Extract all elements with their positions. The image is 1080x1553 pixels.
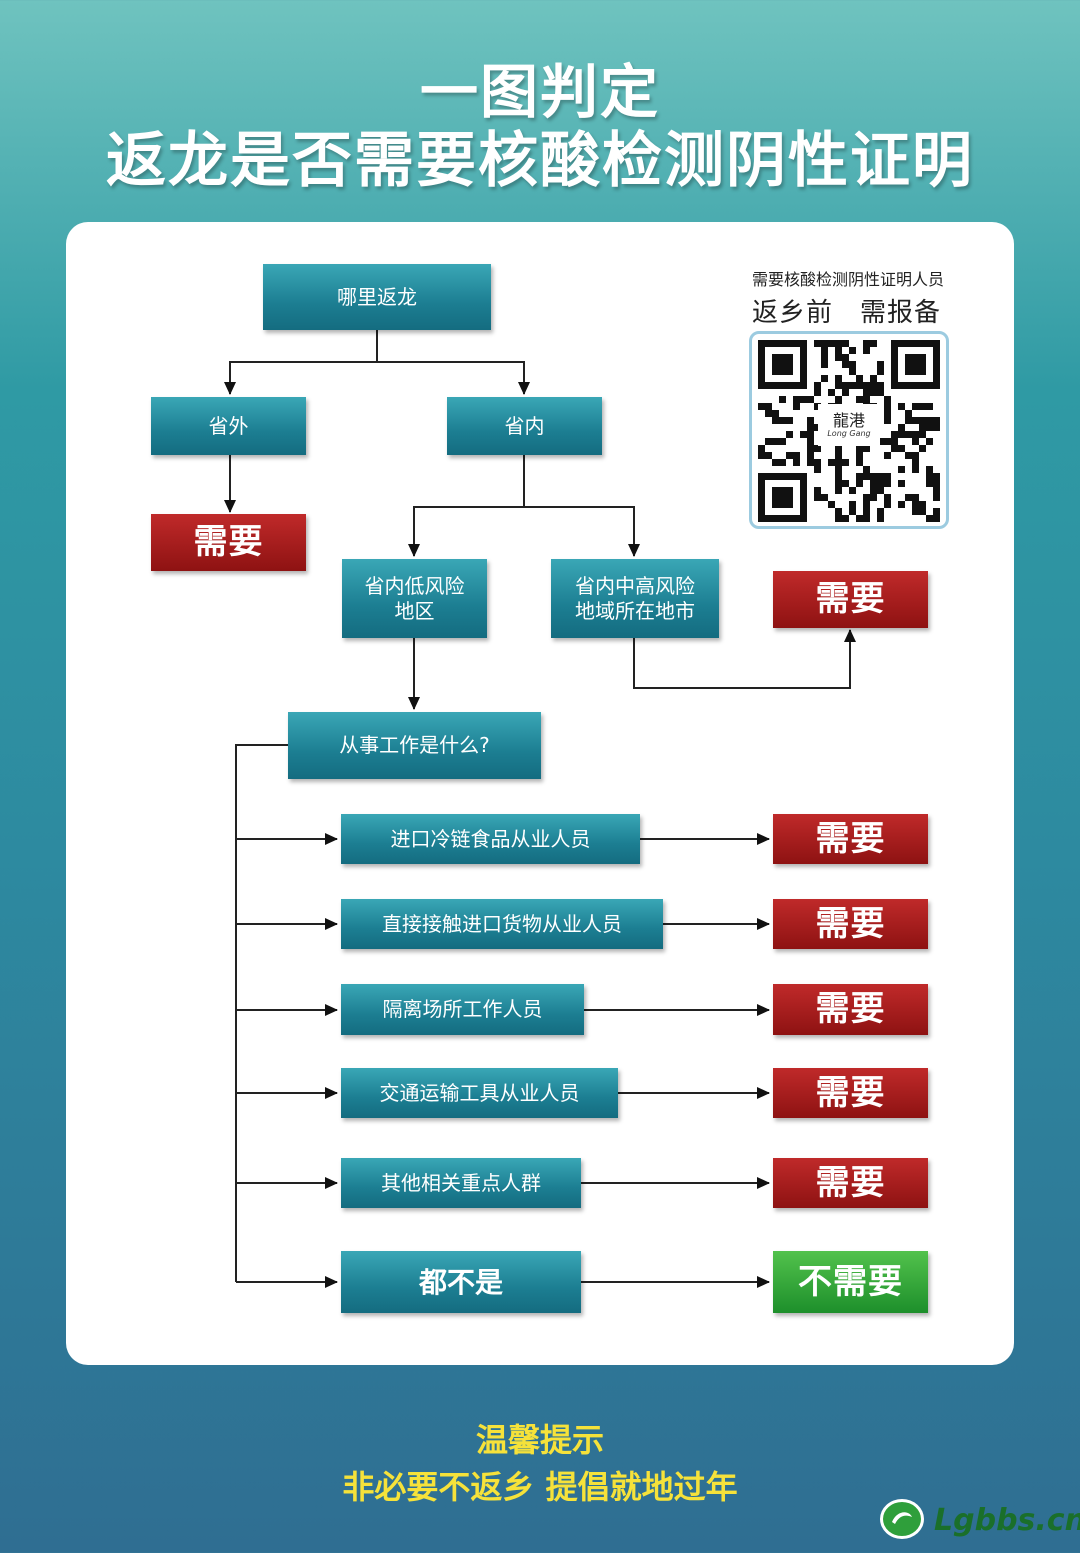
- watermark-logo-icon: [880, 1499, 924, 1539]
- qr-logo: 龍港 Long Gang: [818, 404, 880, 446]
- qr-caption: 需要核酸检测阴性证明人员: [752, 270, 945, 289]
- connector-in: [408, 455, 525, 557]
- node-job-import-goods: 直接接触进口货物从业人员: [341, 899, 663, 949]
- connector-start-right: [377, 361, 530, 395]
- result-job-quarantine: 需要: [773, 984, 928, 1035]
- qr-code[interactable]: 龍港 Long Gang: [749, 331, 949, 529]
- connector-midhigh: [633, 629, 856, 689]
- result-job-other: 需要: [773, 1158, 928, 1208]
- result-job-cold-chain: 需要: [773, 814, 928, 864]
- node-job-cold-chain: 进口冷链食品从业人员: [341, 814, 640, 864]
- tips-text: 非必要不返乡 提倡就地过年: [342, 1468, 738, 1506]
- result-risk-need: 需要: [773, 571, 928, 628]
- node-job-none: 都不是: [341, 1251, 581, 1313]
- node-low-risk: 省内低风险 地区: [342, 559, 487, 638]
- connector-job-trunk: [235, 744, 288, 1282]
- node-job-other: 其他相关重点人群: [341, 1158, 581, 1208]
- connector-start: [224, 330, 378, 395]
- title-line-2: 返龙是否需要核酸检测阴性证明: [106, 126, 974, 196]
- connector-in-right: [524, 506, 640, 557]
- result-job-transport: 需要: [773, 1068, 928, 1118]
- node-job-question: 从事工作是什么?: [288, 712, 541, 779]
- node-start: 哪里返龙: [263, 264, 491, 330]
- title-line-1: 一图判定: [419, 58, 660, 126]
- result-out-province-need: 需要: [151, 514, 306, 571]
- node-mid-high-risk: 省内中高风险 地域所在地市: [551, 559, 719, 638]
- tips-title: 温馨提示: [475, 1421, 604, 1459]
- node-job-quarantine: 隔离场所工作人员: [341, 984, 584, 1035]
- node-in-province: 省内: [447, 397, 602, 455]
- result-job-none: 不需要: [773, 1251, 928, 1313]
- node-out-province: 省外: [151, 397, 306, 455]
- qr-logo-en: Long Gang: [827, 428, 871, 438]
- watermark-text: Lgbbs.cn: [934, 1503, 1080, 1538]
- result-job-import-goods: 需要: [773, 899, 928, 949]
- qr-logo-cn: 龍港: [832, 410, 865, 430]
- node-job-transport: 交通运输工具从业人员: [341, 1068, 618, 1118]
- qr-subcaption: 返乡前 需报备: [752, 298, 942, 328]
- watermark: Lgbbs.cn: [880, 1495, 1080, 1545]
